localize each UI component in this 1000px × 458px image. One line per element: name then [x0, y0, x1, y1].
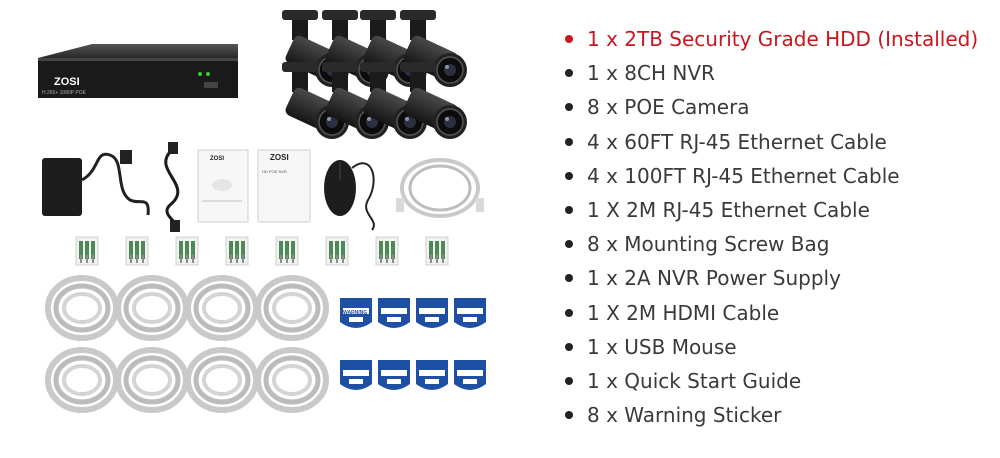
manual-brand: ZOSI — [270, 153, 289, 162]
bullet-icon — [565, 35, 573, 44]
list-item-text: 1 x 2TB Security Grade HDD (Installed) — [587, 27, 979, 51]
bullet-icon — [565, 274, 573, 283]
warning-sticker — [454, 360, 486, 390]
cable-coil — [258, 350, 326, 410]
list-item: 8 x Mounting Screw Bag — [565, 227, 978, 261]
screw-bag-group — [75, 236, 449, 266]
ethernet-cable-coils — [48, 278, 326, 410]
nvr-brand: ZOSI — [54, 76, 80, 88]
usb-mouse — [324, 160, 375, 231]
warning-sticker — [416, 298, 448, 328]
camera-group — [281, 9, 468, 140]
list-item-text: 4 x 60FT RJ-45 Ethernet Cable — [587, 129, 887, 154]
list-item: 4 x 60FT RJ-45 Ethernet Cable — [565, 125, 978, 159]
list-item: 1 x USB Mouse — [565, 330, 978, 364]
bullet-icon — [565, 308, 573, 317]
screw-bag — [275, 236, 299, 266]
list-item-text: 1 X 2M HDMI Cable — [587, 300, 780, 325]
cable-coil — [258, 278, 326, 338]
list-item: 8 x Warning Sticker — [565, 398, 978, 432]
screw-bag — [75, 236, 99, 266]
list-item: 1 x Quick Start Guide — [565, 364, 978, 398]
cable-coil — [188, 350, 256, 410]
power-supply — [42, 150, 150, 216]
list-item-text: 1 x 8CH NVR — [587, 61, 715, 86]
screw-bag — [175, 236, 199, 266]
manual-title: HD POE NVR — [262, 169, 287, 174]
list-item: 4 x 100FT RJ-45 Ethernet Cable — [565, 159, 978, 193]
cable-coil — [48, 350, 116, 410]
screw-bag — [225, 236, 249, 266]
warning-sticker — [454, 298, 486, 328]
bullet-icon — [565, 240, 573, 249]
screw-bag — [375, 236, 399, 266]
list-item-text: 1 x 2A NVR Power Supply — [587, 266, 841, 291]
list-item-text: 4 x 100FT RJ-45 Ethernet Cable — [587, 163, 900, 188]
ethernet-cable-short — [396, 158, 484, 218]
guide-brand: ZOSI — [210, 156, 224, 162]
cable-coil — [118, 278, 186, 338]
list-item: 1 X 2M HDMI Cable — [565, 296, 978, 330]
bullet-icon — [565, 171, 573, 180]
cable-coil — [48, 278, 116, 338]
list-item-text: 8 x Mounting Screw Bag — [587, 232, 830, 257]
package-contents-list: 1 x 2TB Security Grade HDD (Installed) 1… — [565, 22, 978, 432]
screw-bag — [325, 236, 349, 266]
warning-sticker — [416, 360, 448, 390]
list-item-text: 8 x POE Camera — [587, 95, 750, 120]
bullet-icon — [565, 342, 573, 351]
list-item: 1 x 2A NVR Power Supply — [565, 261, 978, 295]
nvr-device: ZOSI H.265+ 1080P POE — [38, 44, 238, 98]
warning-sticker — [378, 298, 410, 328]
bullet-icon — [565, 137, 573, 146]
nvr-label: H.265+ 1080P POE — [42, 90, 87, 96]
quick-start-guide: ZOSI ZOSI HD POE NVR — [197, 149, 311, 223]
list-item-text: 1 x USB Mouse — [587, 334, 737, 359]
bullet-icon — [565, 103, 573, 112]
list-item: 8 x POE Camera — [565, 90, 978, 124]
list-item-text: 1 x Quick Start Guide — [587, 368, 802, 393]
hdmi-cable — [164, 142, 180, 232]
bullet-icon — [565, 206, 573, 215]
sticker-label: WARNING — [343, 310, 367, 316]
package-contents-image: ZOSI H.265+ 1080P POE ZOSI ZOSI HD POE — [38, 9, 486, 458]
list-item: 1 x 8CH NVR — [565, 56, 978, 90]
bullet-icon — [565, 376, 573, 385]
warning-sticker — [378, 360, 410, 390]
list-item: 1 x 2TB Security Grade HDD (Installed) — [565, 22, 978, 56]
screw-bag — [125, 236, 149, 266]
list-item-text: 1 X 2M RJ-45 Ethernet Cable — [587, 197, 870, 222]
list-item: 1 X 2M RJ-45 Ethernet Cable — [565, 193, 978, 227]
screw-bag — [425, 236, 449, 266]
warning-sticker — [340, 360, 372, 390]
bullet-icon — [565, 411, 573, 420]
cable-coil — [118, 350, 186, 410]
cable-coil — [188, 278, 256, 338]
list-item-text: 8 x Warning Sticker — [587, 403, 782, 428]
bullet-icon — [565, 69, 573, 78]
warning-sticker-group: WARNING — [340, 298, 486, 390]
